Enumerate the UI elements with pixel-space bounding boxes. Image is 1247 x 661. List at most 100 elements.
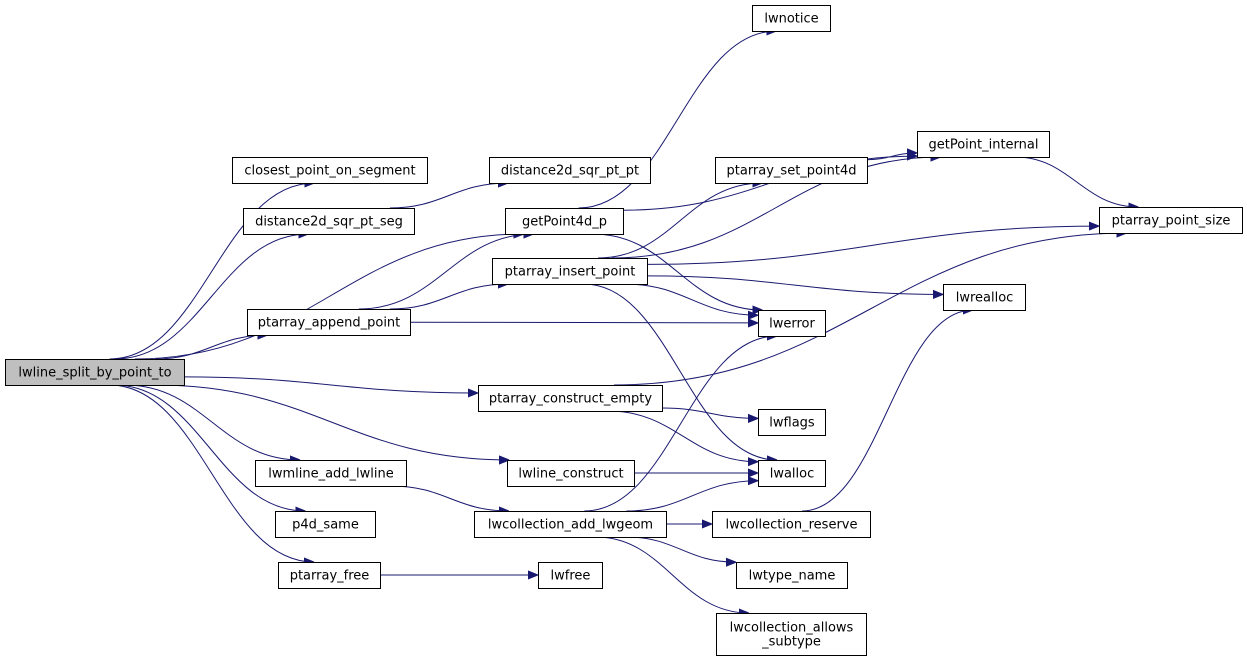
edge-line (358, 234, 534, 310)
node-d2seg[interactable]: distance2d_sqr_pt_seg (243, 208, 415, 235)
node-box (278, 562, 381, 589)
node-label: ptarray_append_point (258, 316, 401, 331)
edge-line (626, 481, 759, 512)
node-box (5, 359, 185, 386)
edge-root-to-append (155, 335, 267, 360)
node-box (507, 460, 635, 487)
edge-d2seg-to-d2pt (389, 183, 508, 209)
edge-root-to-closest (109, 183, 315, 360)
edge-colladd-to-lwerror (584, 336, 777, 512)
node-box (489, 157, 651, 184)
edge-line (389, 183, 508, 209)
node-box (712, 511, 871, 538)
edge-line (597, 183, 763, 259)
edge-line (592, 233, 763, 310)
edge-colladd-to-allows (596, 536, 749, 613)
node-label: getPoint_internal (928, 138, 1038, 153)
node-box (736, 562, 848, 589)
edge-root-to-lconstruct (155, 384, 509, 460)
node-append[interactable]: ptarray_append_point (247, 309, 411, 336)
node-ptfree[interactable]: ptarray_free (278, 562, 381, 589)
node-setp4d[interactable]: ptarray_set_point4d (715, 157, 868, 184)
node-allows[interactable]: lwcollection_allows_subtype (716, 613, 867, 656)
node-collres[interactable]: lwcollection_reserve (712, 511, 871, 538)
edge-cempty-to-ptsize (613, 233, 1127, 386)
node-d2pt[interactable]: distance2d_sqr_pt_pt (489, 157, 651, 184)
node-ptsize[interactable]: ptarray_point_size (1099, 207, 1243, 234)
edge-setp4d-to-getpi (866, 153, 917, 161)
node-label: ptarray_free (290, 569, 370, 584)
edge-line (661, 407, 758, 418)
edge-append-to-getp4d (358, 234, 534, 310)
edge-line (596, 536, 749, 613)
edge-line (611, 157, 941, 259)
node-lwnotice[interactable]: lwnotice (752, 5, 831, 32)
node-lwerror[interactable]: lwerror (758, 310, 826, 337)
edge-line (134, 234, 524, 360)
node-box (758, 409, 826, 436)
node-p4dsame[interactable]: p4d_same (275, 511, 376, 538)
node-box (474, 511, 667, 538)
node-label: lwfree (551, 569, 591, 584)
edge-getp4d-to-lwnotice (578, 31, 777, 209)
node-cempty[interactable]: ptarray_construct_empty (478, 385, 663, 412)
edge-root-to-mlineadd (124, 384, 300, 460)
node-label: lwerror (769, 317, 815, 332)
edge-insert-to-lwalloc (583, 283, 777, 460)
node-label: lwcollection_add_lwgeom (488, 518, 653, 533)
node-getpi[interactable]: getPoint_internal (917, 131, 1050, 158)
edge-colladd-to-typename (626, 536, 737, 562)
node-box (243, 208, 415, 235)
node-box (917, 131, 1050, 158)
node-label: closest_point_on_segment (244, 164, 415, 179)
edge-cempty-to-lwalloc (608, 410, 758, 462)
edge-line (155, 384, 509, 460)
edge-collres-to-lwrealloc (802, 310, 973, 512)
node-box (255, 460, 407, 487)
node-label: lwmline_add_lwline (268, 467, 394, 482)
node-label: _subtype (761, 635, 821, 650)
edge-line (584, 336, 777, 512)
node-box (943, 284, 1026, 311)
node-insert[interactable]: ptarray_insert_point (492, 258, 648, 285)
edge-mlineadd-to-colladd (391, 485, 510, 511)
node-lwalloc[interactable]: lwalloc (758, 460, 826, 487)
node-lwrealloc[interactable]: lwrealloc (943, 284, 1026, 311)
edge-line (608, 410, 758, 462)
node-label: p4d_same (292, 518, 359, 533)
node-label: lwcollection_reserve (726, 518, 858, 533)
node-box (505, 208, 624, 235)
node-box (275, 511, 376, 538)
node-box (232, 157, 428, 184)
edge-root-to-p4dsame (114, 384, 305, 511)
edge-line (391, 485, 510, 511)
edge-line (183, 376, 478, 393)
node-lconstruct[interactable]: lwline_construct (507, 460, 635, 487)
node-mlineadd[interactable]: lwmline_add_lwline (255, 460, 407, 487)
node-getp4d[interactable]: getPoint4d_p (505, 208, 624, 235)
node-label: getPoint4d_p (522, 215, 607, 230)
node-lwflags[interactable]: lwflags (758, 409, 826, 436)
edge-line (646, 275, 943, 295)
node-label: ptarray_set_point4d (727, 164, 857, 179)
edge-append-to-insert (389, 284, 508, 310)
edge-colladd-to-lwalloc (626, 481, 759, 512)
node-colladd[interactable]: lwcollection_add_lwgeom (474, 511, 667, 538)
edge-line (114, 234, 309, 360)
node-closest[interactable]: closest_point_on_segment (232, 157, 428, 184)
edge-line (109, 384, 315, 562)
node-label: ptarray_construct_empty (489, 392, 652, 407)
node-typename[interactable]: lwtype_name (736, 562, 848, 589)
edge-line (114, 384, 305, 511)
node-root[interactable]: lwline_split_by_point_to (5, 359, 185, 386)
edge-insert-to-setp4d (597, 183, 763, 259)
node-box (492, 258, 648, 285)
edges-layer (109, 31, 1139, 613)
node-label: lwflags (769, 416, 815, 431)
edge-root-to-ptfree (109, 384, 315, 562)
node-lwfree[interactable]: lwfree (538, 562, 603, 589)
node-box (758, 460, 826, 487)
nodes-layer: lwline_split_by_point_to closest_point_on… (5, 5, 1243, 656)
node-label: lwalloc (770, 467, 815, 482)
